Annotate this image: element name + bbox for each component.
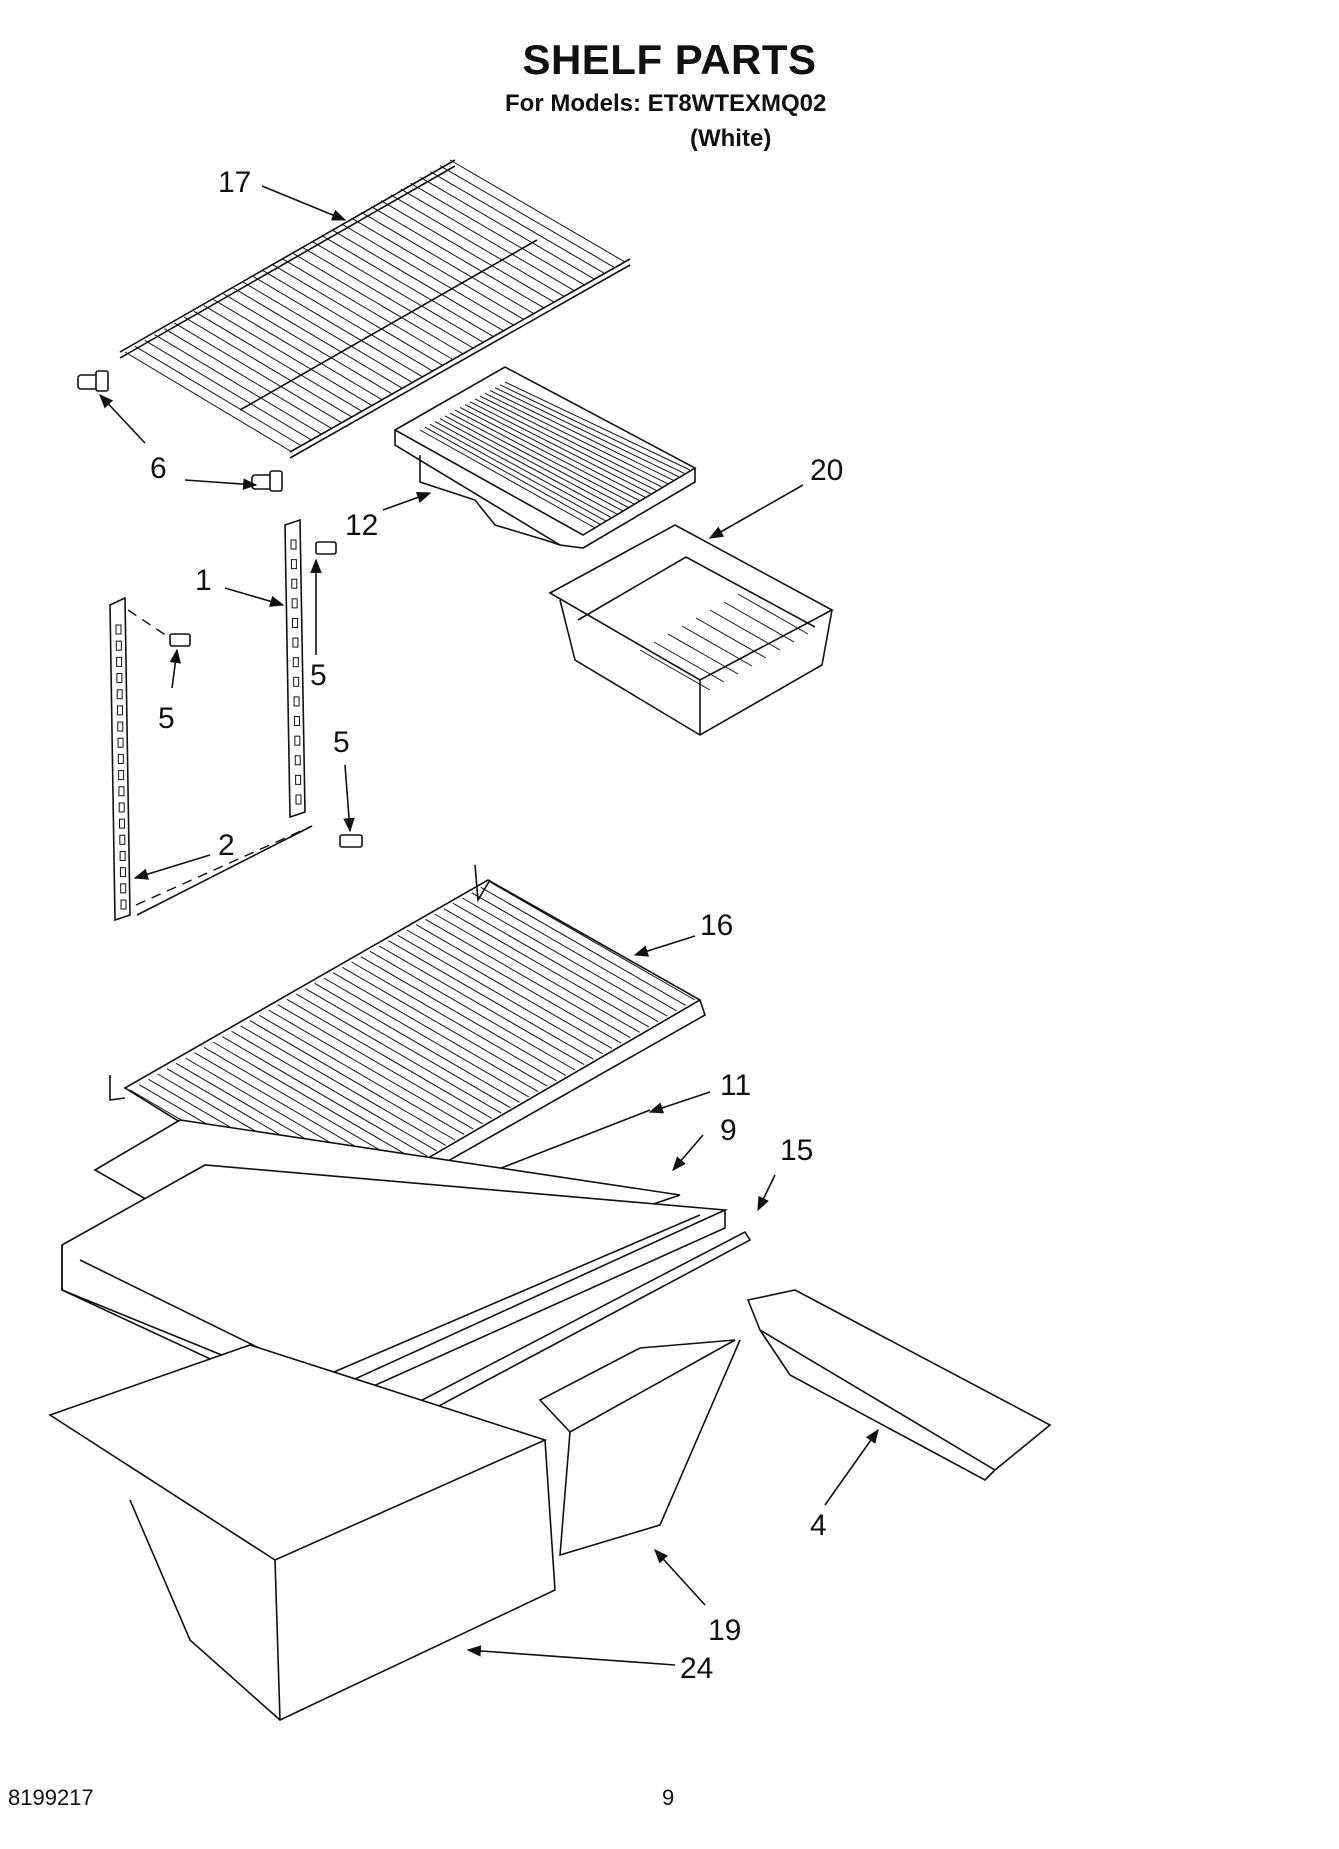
part-4-bracket (746, 1289, 1052, 1481)
color-variant: (White) (690, 125, 772, 152)
callout-17: 17 (218, 166, 251, 199)
callout-2: 2 (218, 829, 235, 862)
callout-24: 24 (680, 1652, 713, 1685)
part-17-wire-shelf (119, 159, 631, 459)
callout-5-lower: 5 (333, 726, 350, 759)
document-part-number: 8199217 (8, 1785, 94, 1810)
page-number: 9 (662, 1785, 675, 1810)
callout-5-upper: 5 (310, 659, 327, 692)
part-19-crisper-drawer (538, 1339, 741, 1557)
part-24-crisper-drawer (48, 1344, 556, 1721)
leader-lines (99, 185, 879, 1666)
part-2-rail (109, 596, 131, 922)
page-title: SHELF PARTS (522, 36, 817, 83)
models-line: For Models: ET8WTEXMQ02 (505, 90, 827, 117)
part-12-tray (393, 366, 697, 549)
callout-19: 19 (708, 1614, 741, 1647)
callout-1: 1 (195, 564, 212, 597)
part-20-drawer (548, 524, 834, 736)
callout-11: 11 (720, 1069, 751, 1102)
callout-15: 15 (780, 1134, 813, 1167)
callout-6: 6 (150, 452, 167, 485)
callout-5-left: 5 (158, 702, 175, 735)
part-1-rail (284, 518, 306, 819)
callout-12: 12 (345, 509, 378, 542)
callout-4: 4 (810, 1509, 827, 1542)
callout-9: 9 (720, 1114, 737, 1147)
callout-20: 20 (810, 454, 843, 487)
part-5-screws (169, 541, 363, 848)
callout-16: 16 (700, 909, 733, 942)
part-6-shelf-supports (77, 370, 283, 492)
